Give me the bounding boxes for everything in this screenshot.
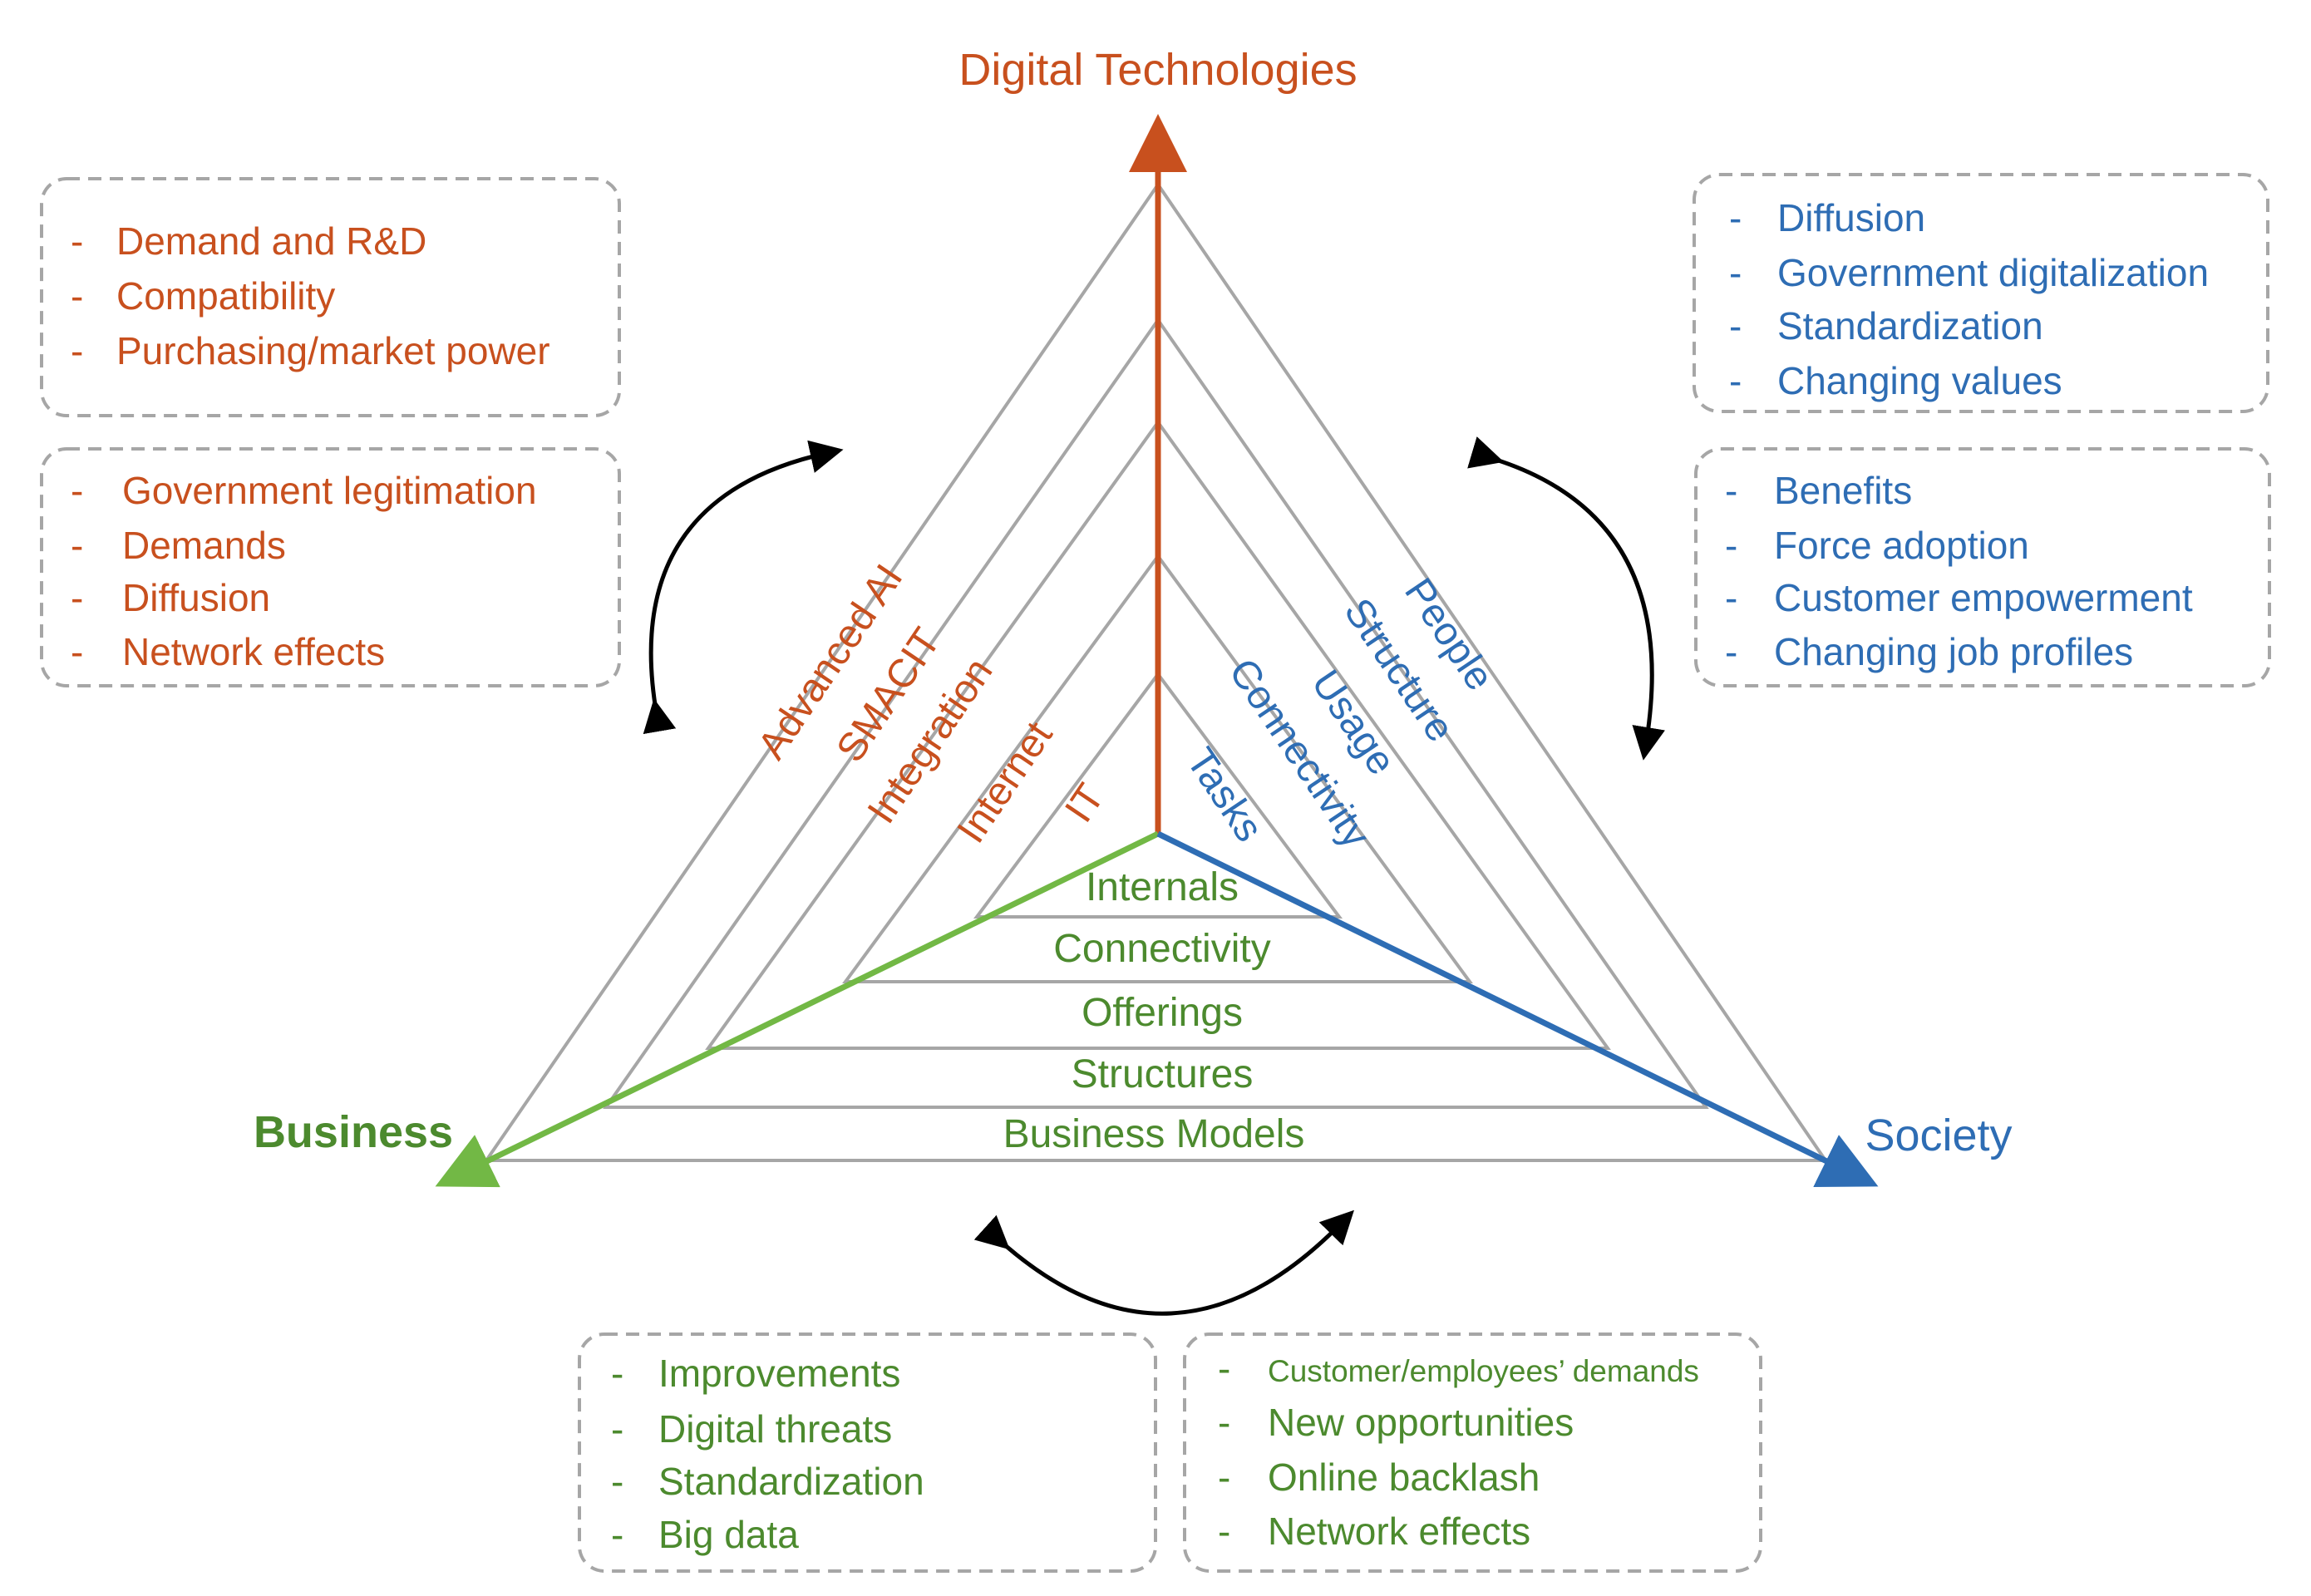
bullet: -	[611, 1352, 623, 1395]
box-bottom-left	[578, 1332, 1157, 1573]
box-bottom-right-list: - Customer/employees’ demands - New oppo…	[1218, 1347, 1699, 1553]
list-item: Demand and R&D	[116, 219, 426, 263]
bullet: -	[1729, 196, 1742, 239]
level-triangle-3	[705, 419, 1611, 1050]
bullet: -	[1725, 469, 1737, 512]
box-top-left	[40, 177, 621, 417]
list-item: Online backlash	[1268, 1456, 1540, 1499]
business-level-label: Connectivity	[1053, 927, 1270, 971]
list-item: Demands	[122, 524, 286, 567]
list-item: Force adoption	[1774, 524, 2029, 567]
tech-level-label: IT	[1057, 776, 1113, 830]
list-item: Compatibility	[116, 274, 335, 318]
bullet: -	[1729, 251, 1742, 294]
bullet: -	[611, 1513, 623, 1556]
bullet: -	[71, 630, 83, 673]
box-top-right	[1693, 173, 2269, 413]
bullet: -	[1729, 304, 1742, 347]
list-item: Government legitimation	[122, 469, 537, 512]
box-bottom-left-list: - Improvements - Digital threats - Stand…	[611, 1352, 924, 1556]
box-mid-left-list: - Government legitimation - Demands - Di…	[71, 469, 537, 673]
box-mid-left	[40, 447, 621, 687]
list-item: New opportunities	[1268, 1401, 1574, 1444]
society-axis-title: Society	[1865, 1111, 2012, 1160]
business-level-label: Offerings	[1082, 991, 1243, 1035]
society-axis	[1156, 830, 1879, 1188]
list-item: Changing values	[1777, 359, 2062, 402]
bullet: -	[71, 219, 83, 263]
list-item: Network effects	[1268, 1510, 1530, 1553]
bullet: -	[1729, 359, 1742, 402]
bullet: -	[611, 1460, 623, 1503]
bullet: -	[71, 469, 83, 512]
society-levels: Tasks Connectivity Usage Structure Peopl…	[1178, 571, 1502, 856]
curved-arrow-left	[643, 440, 844, 735]
bullet: -	[71, 329, 83, 372]
bullet: -	[1218, 1401, 1230, 1444]
box-mid-right-list: - Benefits - Force adoption - Customer e…	[1725, 469, 2193, 673]
bullet: -	[1218, 1347, 1230, 1390]
list-item: Diffusion	[1777, 196, 1925, 239]
business-level-label: Business Models	[1003, 1112, 1305, 1156]
business-level-label: Internals	[1086, 865, 1239, 909]
business-level-label: Structures	[1072, 1052, 1254, 1096]
technology-axis-title: Digital Technologies	[958, 45, 1357, 95]
bullet: -	[71, 274, 83, 318]
list-item: Standardization	[658, 1460, 924, 1503]
business-axis-title: Business	[254, 1107, 453, 1157]
list-item: Standardization	[1777, 304, 2043, 347]
level-triangle-4	[603, 317, 1709, 1109]
list-item: Benefits	[1774, 469, 1912, 512]
level-triangle-1	[973, 671, 1343, 919]
box-bottom-right	[1183, 1332, 1762, 1573]
bullet: -	[1725, 524, 1737, 567]
box-mid-right	[1694, 447, 2271, 687]
list-item: Diffusion	[122, 576, 270, 619]
bullet: -	[1725, 630, 1737, 673]
level-triangle-2	[842, 553, 1473, 983]
curved-arrow-bottom	[973, 1209, 1354, 1316]
technology-levels: IT Internet Integration SMACIT Advanced …	[750, 557, 1113, 851]
business-levels: Internals Connectivity Offerings Structu…	[1003, 865, 1305, 1156]
list-item: Changing job profiles	[1774, 630, 2133, 673]
society-level-label: Tasks	[1178, 741, 1272, 850]
list-item: Customer/employees’ demands	[1268, 1354, 1699, 1388]
list-item: Improvements	[658, 1352, 900, 1395]
bullet: -	[1218, 1456, 1230, 1499]
curved-arrow-right	[1467, 436, 1665, 761]
business-axis	[435, 830, 1160, 1188]
bullet: -	[71, 524, 83, 567]
list-item: Customer empowerment	[1774, 576, 2193, 619]
list-item: Digital threats	[658, 1407, 892, 1451]
list-item: Big data	[658, 1513, 799, 1556]
list-item: Network effects	[122, 630, 385, 673]
bullet: -	[1725, 576, 1737, 619]
tech-level-label: Internet	[949, 714, 1062, 851]
box-top-right-list: - Diffusion - Government digitalization …	[1729, 196, 2209, 402]
list-item: Government digitalization	[1777, 251, 2209, 294]
list-item: Purchasing/market power	[116, 329, 550, 372]
bullet: -	[71, 576, 83, 619]
bullet: -	[1218, 1510, 1230, 1553]
bullet: -	[611, 1407, 623, 1451]
box-top-left-list: - Demand and R&D - Compatibility - Purch…	[71, 219, 550, 372]
